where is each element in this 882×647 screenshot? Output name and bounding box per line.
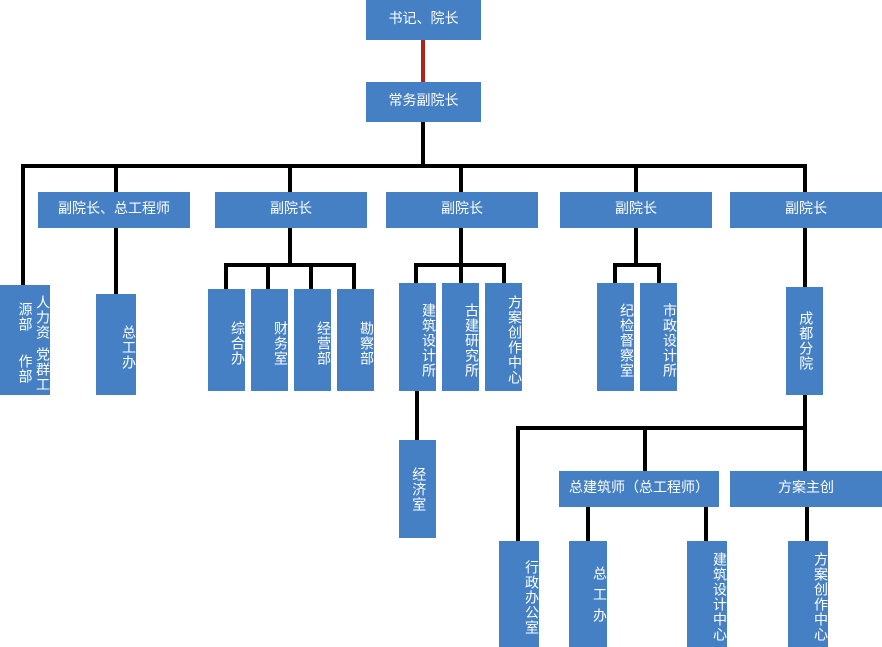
connector-branch-drop-left bbox=[516, 426, 520, 543]
connector-bus-drop-6 bbox=[803, 164, 807, 192]
node-deputy-president-4[interactable]: 副院长 bbox=[560, 192, 712, 228]
node-scheme-lead[interactable]: 方案主创 bbox=[730, 471, 882, 507]
node-administrative-office[interactable]: 行政办公室 bbox=[499, 541, 539, 647]
node-hr-and-party-dept[interactable]: 人力资源部 党群工作部 bbox=[0, 285, 50, 395]
node-ancient-architecture-research-institute[interactable]: 古建研究所 bbox=[442, 283, 479, 391]
node-deputy-president-2[interactable]: 副院长 bbox=[215, 192, 367, 228]
node-hr-dept-label: 人力资源部 bbox=[16, 294, 51, 340]
connector-col4-drop-1 bbox=[613, 263, 617, 285]
connector-col4-bus bbox=[613, 263, 661, 267]
connector-col2-drop-1 bbox=[224, 263, 228, 291]
node-architecture-design-center[interactable]: 建筑设计中心 bbox=[687, 541, 727, 647]
connector-col2-drop-3 bbox=[309, 263, 313, 291]
connector-branch-bus bbox=[516, 426, 807, 430]
node-branch-scheme-creation-center[interactable]: 方案创作中心 bbox=[788, 541, 828, 647]
connector-chengdu-down bbox=[803, 395, 807, 430]
connector-main-bus bbox=[21, 164, 807, 168]
node-finance-office[interactable]: 财务室 bbox=[251, 289, 288, 391]
node-deputy-chief-engineer[interactable]: 副院长、总工程师 bbox=[38, 192, 190, 228]
connector-col2-stem bbox=[288, 228, 292, 266]
connector-top-to-exec bbox=[421, 40, 425, 82]
node-operations-dept[interactable]: 经营部 bbox=[294, 289, 331, 391]
node-discipline-inspection-office[interactable]: 纪检督察室 bbox=[597, 283, 634, 391]
connector-col3-drop-3 bbox=[502, 263, 506, 285]
node-party-dept-label: 党群工作部 bbox=[16, 346, 51, 392]
connector-chengdu-stem bbox=[803, 228, 807, 288]
node-economics-office[interactable]: 经济室 bbox=[399, 440, 436, 538]
node-chief-architect[interactable]: 总建筑师（总工程师） bbox=[559, 471, 719, 507]
node-deputy-president-3[interactable]: 副院长 bbox=[386, 192, 538, 228]
node-architecture-design-institute[interactable]: 建筑设计所 bbox=[399, 283, 436, 391]
connector-economics-stem bbox=[415, 391, 419, 442]
node-survey-dept[interactable]: 勘察部 bbox=[337, 289, 374, 391]
connector-bottom-drop-3 bbox=[704, 507, 708, 543]
connector-col3-drop-1 bbox=[414, 263, 418, 285]
connector-bus-drop-3 bbox=[288, 164, 292, 192]
node-general-affairs-office[interactable]: 综合办 bbox=[208, 289, 245, 391]
node-branch-general-engineering-office[interactable]: 总工办 bbox=[569, 541, 607, 647]
connector-exec-stem bbox=[421, 122, 425, 167]
connector-branch-drop-mid bbox=[643, 426, 647, 474]
connector-bus-drop-4 bbox=[459, 164, 463, 192]
connector-col3-stem bbox=[459, 228, 463, 266]
node-municipal-design-institute[interactable]: 市政设计所 bbox=[640, 283, 677, 391]
connector-bottom-drop-4 bbox=[805, 507, 809, 543]
connector-col4-drop-2 bbox=[657, 263, 661, 285]
connector-branch-drop-right bbox=[803, 426, 807, 474]
connector-col2-drop-2 bbox=[266, 263, 270, 291]
connector-bottom-drop-2 bbox=[586, 507, 590, 543]
node-deputy-president-5[interactable]: 副院长 bbox=[730, 192, 882, 228]
connector-bus-drop-1 bbox=[21, 164, 25, 285]
connector-col3-drop-2 bbox=[459, 263, 463, 285]
node-scheme-creation-center[interactable]: 方案创作中心 bbox=[485, 283, 522, 391]
connector-bus-drop-2 bbox=[114, 164, 118, 294]
connector-bus-drop-5 bbox=[634, 164, 638, 192]
node-secretary-president[interactable]: 书记、院长 bbox=[366, 0, 481, 40]
node-executive-deputy-president[interactable]: 常务副院长 bbox=[366, 82, 481, 122]
connector-col2-bus bbox=[224, 263, 356, 267]
connector-col2-drop-4 bbox=[352, 263, 356, 291]
connector-col4-stem bbox=[634, 228, 638, 266]
node-general-engineering-office[interactable]: 总工办 bbox=[96, 294, 136, 395]
node-chengdu-branch[interactable]: 成都分院 bbox=[786, 287, 823, 395]
